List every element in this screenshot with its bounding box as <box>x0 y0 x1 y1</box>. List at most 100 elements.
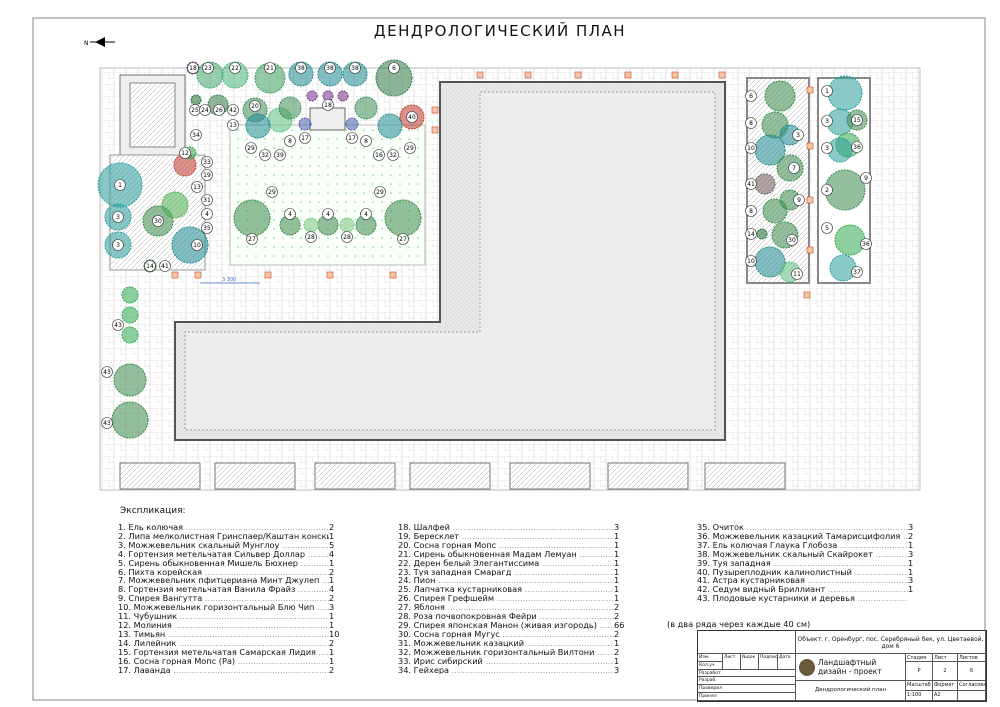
plant-marker-label: 22 <box>231 65 239 72</box>
legend-item-name: 19. Бересклет <box>398 532 614 541</box>
plant-marker: 43 <box>101 366 113 378</box>
title-block-row: Кол.уч <box>698 661 723 670</box>
legend-column-1: 1. Ель колючая22. Липа мелколистная Грин… <box>118 523 343 674</box>
plant-marker-label: 32 <box>261 152 269 159</box>
legend-item-qty: 2 <box>329 566 335 577</box>
plant-marker-label: 8 <box>364 138 368 145</box>
plant-marker-label: 32 <box>389 152 397 159</box>
plant-marker: 6 <box>745 90 757 102</box>
page-title: ДЕНДРОЛОГИЧЕСКИЙ ПЛАН <box>373 22 627 40</box>
sheet-frame <box>32 17 986 701</box>
plant-symbol <box>337 90 349 102</box>
agreed-label: Согласовано <box>958 681 986 691</box>
plant-marker: 27 <box>397 233 409 245</box>
plant-marker-label: 25 <box>191 107 199 114</box>
legend-item-name: 10. Можжевельник горизонтальный Блю Чип <box>118 603 329 612</box>
plant-marker-label: 41 <box>747 181 755 188</box>
legend-item-qty: 1 <box>329 619 335 630</box>
legend-item-name: 7. Можжевельник пфитцериана Минт Джулеп <box>118 576 329 585</box>
pier <box>431 126 439 134</box>
object-address: Объект: г. Оренбург, пос. Серебряный бек… <box>796 631 986 654</box>
legend-item-name: 42. Седум видный Бриллиант <box>697 585 908 594</box>
legend-item-name: 38. Можжевельник скальный Скайрокет <box>697 550 908 559</box>
plant-marker: 34 <box>190 129 202 141</box>
plant-marker: 32 <box>387 149 399 161</box>
plant-marker: 29 <box>245 142 257 154</box>
plant-symbol <box>113 363 147 397</box>
title-block-row: Разработ. <box>698 669 796 678</box>
plant-marker: 3 <box>821 115 833 127</box>
plant-marker: 28 <box>341 231 353 243</box>
pier <box>806 196 814 204</box>
legend-item: 21. Сирень обыкновенная Мадам Лемуан1 <box>398 549 628 559</box>
pier <box>624 71 632 79</box>
plant-marker-label: 12 <box>181 150 189 157</box>
plant-symbol <box>345 117 359 131</box>
sheet-label: Лист <box>933 654 958 662</box>
plant-symbol <box>824 169 866 211</box>
legend-item-name: 17. Лаванда <box>118 666 329 675</box>
plant-marker: 36 <box>860 238 872 250</box>
plant-marker-label: 37 <box>853 269 861 276</box>
plant-marker-label: 28 <box>343 234 351 241</box>
plant-marker-label: 35 <box>203 225 211 232</box>
legend-item-qty: 2 <box>908 530 914 541</box>
plant-marker: 25 <box>189 104 201 116</box>
legend-item-qty: 1 <box>329 557 335 568</box>
plant-symbol <box>161 191 189 219</box>
plant-marker-label: 21 <box>266 65 274 72</box>
legend-item-qty: 10 <box>329 628 340 639</box>
legend-item-name: 25. Лапчатка кустарниковая <box>398 585 614 594</box>
legend-item-qty: 1 <box>614 593 620 604</box>
plant-marker-label: 6 <box>749 93 753 100</box>
legend-item-qty: 2 <box>614 611 620 622</box>
legend-item: 11. Чубушник1 <box>118 612 343 621</box>
plant-marker: 4 <box>360 208 372 220</box>
plant-marker-label: 38 <box>351 65 359 72</box>
plant-marker: 13 <box>227 119 239 131</box>
fence-piers <box>171 71 814 299</box>
plant-marker-label: 15 <box>853 117 861 124</box>
plant-marker-label: 17 <box>301 135 309 142</box>
pier <box>671 71 679 79</box>
legend-item: 28. Роза почвопокровная Фейри2 <box>398 612 628 621</box>
legend-item-qty: 3 <box>329 602 335 613</box>
plant-marker: 30 <box>152 215 164 227</box>
legend-item: 37. Ель колючая Глаука Глобоза1 <box>697 540 922 550</box>
pier <box>389 271 397 279</box>
scale-label: Масштаб <box>906 681 933 691</box>
legend-item: 10. Можжевельник горизонтальный Блю Чип3 <box>118 603 343 612</box>
plant-marker-label: 29 <box>406 145 414 152</box>
plant-marker-label: 36 <box>862 241 870 248</box>
plant-marker: 30 <box>786 234 798 246</box>
plant-marker-label: 13 <box>193 184 201 191</box>
legend-heading: Экспликация: <box>120 506 186 516</box>
pier <box>524 71 532 79</box>
plant-marker: 18 <box>187 62 199 74</box>
plant-symbol <box>278 96 302 120</box>
plant-marker: 38 <box>324 62 336 74</box>
plant-marker-label: 5 <box>825 225 829 232</box>
legend-item-qty: 1 <box>329 655 335 666</box>
plant-symbol <box>121 326 139 344</box>
plant-marker-label: 14 <box>747 231 755 238</box>
legend-item-name: 35. Очиток <box>697 523 908 532</box>
plant-symbol <box>121 286 139 304</box>
legend-item-qty: 3 <box>908 548 914 559</box>
plant-marker-label: 10 <box>747 145 755 152</box>
plant-marker: 5 <box>821 222 833 234</box>
plant-marker-label: 3 <box>116 242 120 249</box>
legend-item: 26. Спирея Грефшейм1 <box>398 594 628 603</box>
plant-symbol <box>827 75 863 111</box>
plant-symbol <box>756 228 768 240</box>
pier <box>718 71 726 79</box>
plant-marker: 10 <box>745 142 757 154</box>
plant-marker-label: 29 <box>376 189 384 196</box>
plant-marker-label: 9 <box>864 175 868 182</box>
plant-marker-label: 27 <box>248 236 256 243</box>
plant-marker-label: 4 <box>364 211 368 218</box>
legend-item-name: 2. Липа мелколистная Гринспаер/Каштан ко… <box>118 532 329 541</box>
legend-item-name: 34. Гейхера <box>398 666 614 675</box>
planter-box <box>214 462 296 490</box>
legend-item: 40. Пузыреплодник калинолистный1 <box>697 567 922 577</box>
